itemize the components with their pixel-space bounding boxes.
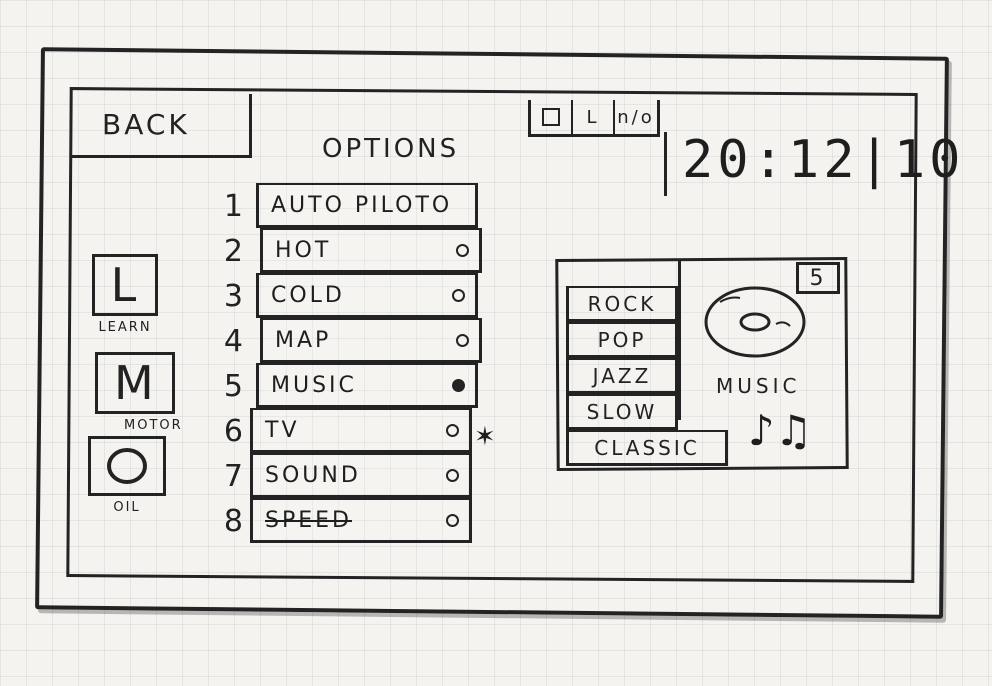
option-number: 8 [223, 504, 246, 539]
option-numbers: 1 2 3 4 5 6 7 8 [218, 184, 246, 544]
option-tv[interactable]: TV [250, 408, 472, 453]
radio-dot-icon[interactable] [456, 333, 469, 347]
option-label: MUSIC [271, 372, 357, 398]
lean-gauge-caption: LEARN [98, 320, 152, 335]
option-label: AUTO PILOTO [271, 192, 453, 218]
option-number: 1 [223, 189, 246, 224]
oil-gauge-icon [88, 436, 166, 496]
motor-gauge-caption: MOTOR [124, 418, 183, 433]
clock-divider [664, 132, 667, 196]
oil-gauge-caption: OIL [113, 500, 141, 515]
option-cold[interactable]: COLD [256, 273, 478, 318]
option-label: MAP [275, 327, 332, 353]
genre-jazz[interactable]: JAZZ [566, 358, 678, 394]
motor-gauge-icon: M [95, 352, 176, 414]
option-number: 6 [223, 414, 246, 449]
oil-ring-icon [107, 448, 147, 484]
back-button[interactable]: BACK [72, 94, 252, 158]
options-title: OPTIONS [322, 134, 460, 164]
option-label: SOUND [265, 462, 361, 488]
radio-dot-icon[interactable] [456, 243, 469, 257]
mini-toggle-group: L n/o [528, 100, 660, 137]
option-label: SPEED [265, 507, 352, 533]
option-label: TV [265, 417, 300, 443]
option-speed[interactable]: SPEED [250, 498, 472, 543]
square-toggle[interactable] [531, 100, 573, 134]
option-number: 7 [223, 459, 246, 494]
radio-dot-icon[interactable] [446, 468, 459, 482]
option-hot[interactable]: HOT [260, 228, 482, 273]
disc-svg [704, 286, 806, 358]
square-icon [542, 108, 560, 126]
radio-dot-icon[interactable] [452, 288, 465, 302]
l-toggle[interactable]: L [573, 100, 615, 134]
star-cursor-icon: ✶ [474, 422, 496, 452]
motor-gauge[interactable]: M MOTOR [88, 352, 183, 433]
option-music[interactable]: MUSIC [256, 363, 478, 408]
oil-gauge[interactable]: OIL [88, 436, 166, 515]
option-number: 2 [223, 234, 246, 269]
clock-display: 20:12|10 [682, 130, 965, 190]
option-number: 5 [223, 369, 246, 404]
option-label: HOT [275, 237, 332, 263]
option-number: 4 [223, 324, 246, 359]
option-label: COLD [271, 282, 345, 308]
music-label: MUSIC [716, 374, 801, 398]
music-panel-divider [678, 260, 681, 420]
genre-classic[interactable]: CLASSIC [566, 430, 728, 466]
disc-icon[interactable] [702, 284, 808, 364]
music-notes-icon: ♪♫ [748, 406, 813, 455]
option-sound[interactable]: SOUND [250, 453, 472, 498]
genre-slow[interactable]: SLOW [566, 394, 678, 430]
genre-rock[interactable]: ROCK [566, 286, 678, 322]
option-autopilot[interactable]: AUTO PILOTO [256, 183, 478, 228]
genre-pop[interactable]: POP [566, 322, 678, 358]
lean-gauge[interactable]: L LEARN [92, 254, 158, 335]
option-map[interactable]: MAP [260, 318, 482, 363]
options-list: AUTO PILOTO HOT COLD MAP MUSIC TV SOUND … [250, 183, 482, 543]
radio-dot-filled-icon[interactable] [452, 378, 465, 392]
radio-dot-icon[interactable] [446, 513, 459, 527]
radio-dot-icon[interactable] [446, 423, 459, 437]
lean-gauge-icon: L [92, 254, 158, 316]
track-number-badge: 5 [796, 262, 840, 294]
genre-list: ROCK POP JAZZ SLOW CLASSIC [566, 286, 728, 466]
option-number: 3 [223, 279, 246, 314]
no-toggle[interactable]: n/o [617, 106, 655, 128]
